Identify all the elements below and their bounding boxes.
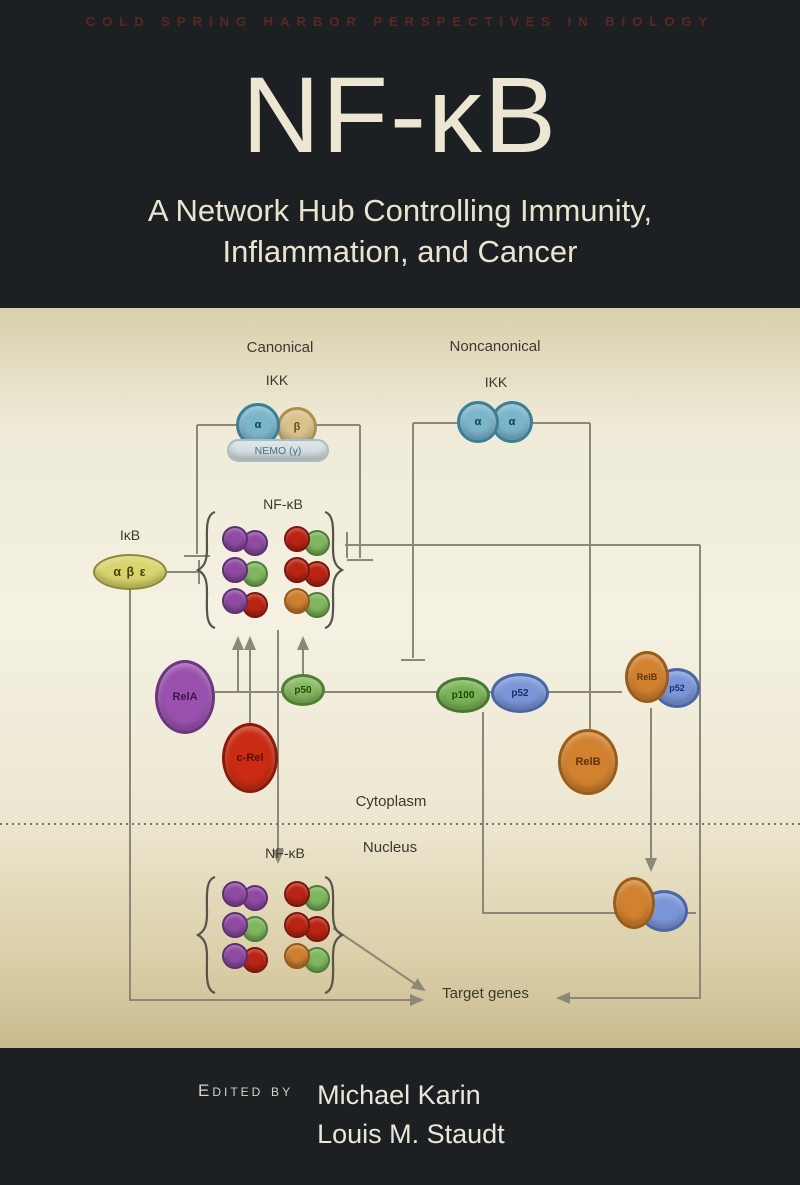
p52-protein: p52 [491,673,549,713]
nfkb-dimer-set-nucleus [222,881,332,979]
book-subtitle: A Network Hub Controlling Immunity, Infl… [0,190,800,272]
p50-protein: p50 [281,674,325,706]
editors-block: Edited by Michael Karin Louis M. Staudt [198,1076,505,1154]
target-genes-label: Target genes [442,985,529,1002]
editor-names: Michael Karin Louis M. Staudt [317,1076,505,1154]
subtitle-line-1: A Network Hub Controlling Immunity, [147,193,653,228]
ikk-alpha1-subunit: α [457,401,499,443]
dimer-braces [195,510,345,995]
series-banner: COLD SPRING HARBOR PERSPECTIVES IN BIOLO… [85,14,715,29]
dimer-subunit-purple [222,557,248,583]
relb-protein: RelB [558,729,618,795]
editor-name-1: Michael Karin [317,1080,481,1110]
p100-protein: p100 [436,677,490,713]
ikk-noncanonical-label: IKK [484,374,508,390]
subtitle-line-2: Inflammation, and Cancer [222,234,578,269]
nuclear-relb-p52-dimer-relb [613,877,655,929]
relb-p52-dimer-relb: RelB [625,651,669,703]
dimer-subunit-red [284,557,310,583]
dimer-subunit-purple [222,526,248,552]
ikk-canonical-label: IKK [265,372,289,388]
edited-by-label: Edited by [198,1081,294,1100]
dimer-subunit-purple [222,943,248,969]
cytoplasm-label: Cytoplasm [355,793,427,810]
dimer-subunit-orange [284,588,310,614]
nucleus-label: Nucleus [362,839,418,856]
dimer-subunit-purple [222,912,248,938]
ikb-label: IκB [119,527,141,543]
canonical-header: Canonical [246,339,314,356]
nemo-gamma-subunit: NEMO (γ) [227,439,329,462]
nfkb-cytoplasm-label: NF-κB [263,496,303,512]
dimer-subunit-red [284,881,310,907]
nfkb-dimer-set-cytoplasm [222,526,332,624]
dimer-subunit-red [284,526,310,552]
noncanonical-header: Noncanonical [449,338,541,355]
dimer-subunit-purple [222,881,248,907]
editor-name-2: Louis M. Staudt [317,1119,505,1149]
rela-protein: RelA [155,660,215,734]
connector-lines [0,422,800,1006]
pathway-diagram-panel: Canonical Noncanonical IKK IKK β α NEMO … [0,308,800,1048]
ikb-alpha-beta-epsilon: α β ε [93,554,167,590]
book-title: NF-κB [242,54,558,175]
nfkb-nucleus-label: NF-κB [265,845,305,861]
dimer-subunit-orange [284,943,310,969]
crel-protein: c-Rel [222,723,278,793]
dimer-subunit-red [284,912,310,938]
dimer-subunit-purple [222,588,248,614]
